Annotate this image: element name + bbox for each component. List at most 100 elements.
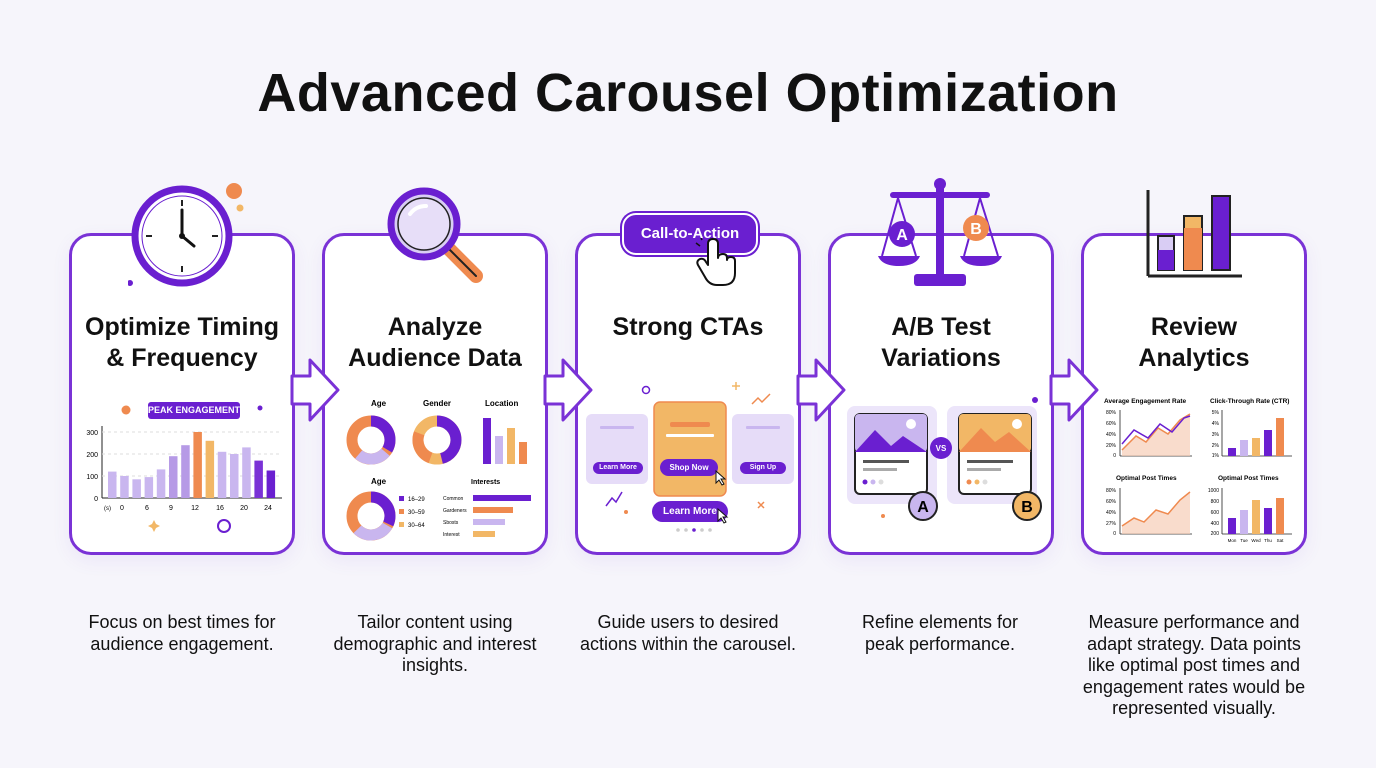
card-title-line-2: Audience Data	[348, 344, 522, 372]
interest-item: Interest	[443, 532, 460, 538]
description-audience: Tailor content using demographic and int…	[333, 612, 537, 675]
location-bar-chart	[483, 418, 527, 464]
timing-bar	[144, 477, 154, 498]
timing-bar	[242, 447, 251, 498]
timing-bar	[181, 445, 190, 498]
x-tick: 24	[264, 505, 272, 512]
arrow-right-icon	[543, 358, 593, 422]
scale-a-label: A	[896, 227, 908, 244]
balance-scale-icon: A B	[878, 178, 1002, 286]
card-title: A/B Test Variations	[831, 312, 1051, 374]
tick: 0	[1113, 531, 1116, 537]
day-label: Thu	[1264, 538, 1272, 543]
x-tick: 6	[145, 505, 149, 512]
ctr-bar-chart	[1221, 410, 1292, 457]
optimal-post-times-title-2: Optimal Post Times	[1218, 475, 1279, 482]
audience-charts: Age Gender Location Age	[346, 399, 531, 541]
location-label: Location	[485, 399, 518, 408]
timing-bar	[120, 476, 129, 498]
tick: 200	[1211, 531, 1220, 537]
age2-label: Age	[371, 477, 387, 486]
gender-label: Gender	[423, 399, 451, 408]
tick: 800	[1211, 499, 1220, 505]
avg-engagement-title: Average Engagement Rate	[1104, 398, 1187, 405]
day-label: Tue	[1240, 538, 1248, 543]
timing-bar	[169, 456, 178, 498]
legend-item: 30–59	[408, 510, 425, 516]
description-cta: Guide users to desired actions within th…	[579, 612, 797, 654]
shop-now-button[interactable]: Shop Now	[660, 459, 718, 476]
x-tick: 16	[216, 505, 224, 512]
tick: 4%	[1212, 421, 1220, 427]
learn-more-button-bottom[interactable]: Learn More	[652, 501, 728, 522]
card-cta: Strong CTAs Learn More Shop Now Sign Up …	[575, 233, 801, 555]
timing-bar	[254, 460, 263, 498]
card-title-line-1: A/B Test	[891, 313, 991, 341]
card-timing: Optimize Timing & Frequency PEAK ENGAGEM…	[69, 233, 295, 555]
cursor-icons	[715, 469, 729, 524]
variant-b-label: B	[1021, 499, 1033, 516]
optimal-post-times-bar-chart	[1221, 488, 1292, 535]
variant-a-label: A	[917, 499, 929, 516]
tick: 0	[1113, 453, 1116, 459]
card-title: Optimize Timing & Frequency	[72, 312, 292, 374]
age-label: Age	[371, 399, 387, 408]
card-title: Review Analytics	[1084, 312, 1304, 374]
card-title-line-1: Review	[1150, 313, 1238, 341]
age-donut	[346, 415, 396, 465]
tick: 400	[1211, 521, 1220, 527]
card-title-line-1: Strong CTAs	[612, 313, 764, 341]
age2-donut	[346, 491, 396, 541]
peak-engagement-badge: PEAK ENGAGEMENT	[148, 402, 240, 419]
card-title-line-1: Optimize Timing	[85, 313, 279, 341]
x-tick: 9	[169, 505, 173, 512]
day-label: Sat	[1277, 538, 1285, 543]
tick: 1%	[1212, 453, 1220, 459]
interests-label: Interests	[471, 479, 500, 486]
tick: 27%	[1106, 521, 1117, 527]
arrow-right-icon	[290, 358, 340, 422]
optimal-post-times-title: Optimal Post Times	[1116, 475, 1177, 482]
card-title-line-2: Analytics	[1138, 344, 1250, 372]
tick: 2%	[1212, 443, 1220, 449]
description-analytics: Measure performance and adapt strategy. …	[1082, 612, 1306, 718]
card-title-line-1: Analyze	[387, 313, 483, 341]
y-tick: 300	[86, 430, 98, 437]
scale-b-label: B	[970, 221, 982, 238]
sign-up-button[interactable]: Sign Up	[740, 462, 786, 474]
card-ab-test: A/B Test Variations VS A B	[828, 233, 1054, 555]
page-title: Advanced Carousel Optimization	[257, 63, 1119, 123]
timing-bar	[266, 470, 276, 498]
optimal-post-times-line-chart	[1119, 488, 1192, 535]
day-label: Mon	[1228, 538, 1237, 543]
x-tick: 20	[240, 505, 248, 512]
tick: 20%	[1106, 443, 1117, 449]
timing-bar	[230, 454, 239, 498]
tick: 60%	[1106, 499, 1117, 505]
y-tick: 0	[94, 496, 98, 503]
card-title-line-2: & Frequency	[106, 344, 258, 372]
x-tick: 12	[191, 505, 199, 512]
day-label: Wed	[1251, 538, 1261, 543]
arrow-right-icon	[796, 358, 846, 422]
timing-bar	[193, 432, 202, 498]
avg-engagement-line-chart	[1119, 410, 1192, 457]
tick: 3%	[1212, 432, 1220, 438]
ab-variations-illustration: VS A B	[847, 397, 1042, 521]
tick: 600	[1211, 510, 1220, 516]
ctr-title: Click-Through Rate (CTR)	[1210, 398, 1289, 405]
tick: 40%	[1106, 510, 1117, 516]
interest-item: Common	[443, 496, 464, 502]
learn-more-button-left[interactable]: Learn More	[593, 462, 643, 474]
timing-bar	[132, 479, 141, 498]
bar-chart-icon	[1146, 190, 1242, 278]
card-title: Analyze Audience Data	[325, 312, 545, 374]
y-tick: 200	[86, 452, 98, 459]
x-tick: 0	[120, 505, 124, 512]
tick: 80%	[1106, 488, 1117, 494]
arrow-right-icon	[1049, 358, 1099, 422]
gender-donut	[412, 415, 462, 465]
y-tick: 100	[86, 474, 98, 481]
x-tick: (s)	[104, 506, 111, 512]
analytics-mini-charts: Average Engagement Rate Click-Through Ra…	[1104, 398, 1292, 543]
